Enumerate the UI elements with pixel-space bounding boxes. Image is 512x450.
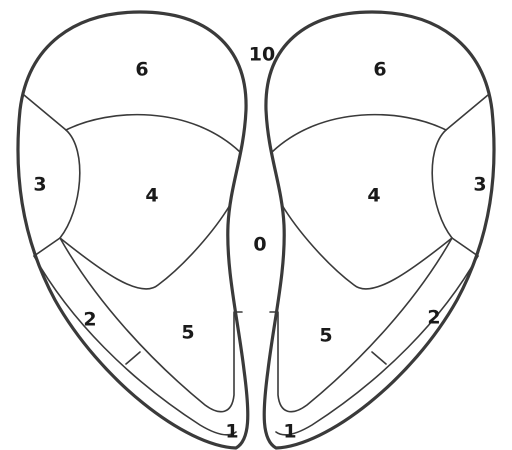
right-divider-3-4 xyxy=(432,130,452,238)
right-zone-5-label: 5 xyxy=(319,325,332,347)
center-label-0: 0 xyxy=(253,234,266,256)
right-band-outer xyxy=(276,256,478,435)
left-band-outer xyxy=(34,256,236,435)
left-zone-2-label: 2 xyxy=(83,309,96,331)
left-zone-5-label: 5 xyxy=(181,322,194,344)
right-zone-6-label: 6 xyxy=(373,59,386,81)
right-divider-2-1 xyxy=(372,352,386,364)
left-divider-6-3 xyxy=(24,95,66,130)
left-divider-3-4 xyxy=(60,130,80,238)
left-divider-4-5 xyxy=(60,205,230,289)
right-divider-3-2 xyxy=(452,238,478,256)
left-lobe xyxy=(18,12,248,448)
right-band-inner xyxy=(270,238,452,412)
right-zone-4-label: 4 xyxy=(367,185,380,207)
left-divider-6-4 xyxy=(66,115,240,152)
left-divider-2-1 xyxy=(126,352,140,364)
left-zone-3-label: 3 xyxy=(33,174,46,196)
right-zone-3-label: 3 xyxy=(473,174,486,196)
left-zone-1-label: 1 xyxy=(225,421,238,443)
center-label-10: 10 xyxy=(249,44,275,66)
right-divider-6-4 xyxy=(272,115,446,152)
left-divider-3-2 xyxy=(34,238,60,256)
right-divider-4-5 xyxy=(282,205,452,289)
right-zone-1-label: 1 xyxy=(283,421,296,443)
left-zone-4-label: 4 xyxy=(145,185,158,207)
left-zone-6-label: 6 xyxy=(135,59,148,81)
right-divider-6-3 xyxy=(446,95,488,130)
right-zone-2-label: 2 xyxy=(427,307,440,329)
